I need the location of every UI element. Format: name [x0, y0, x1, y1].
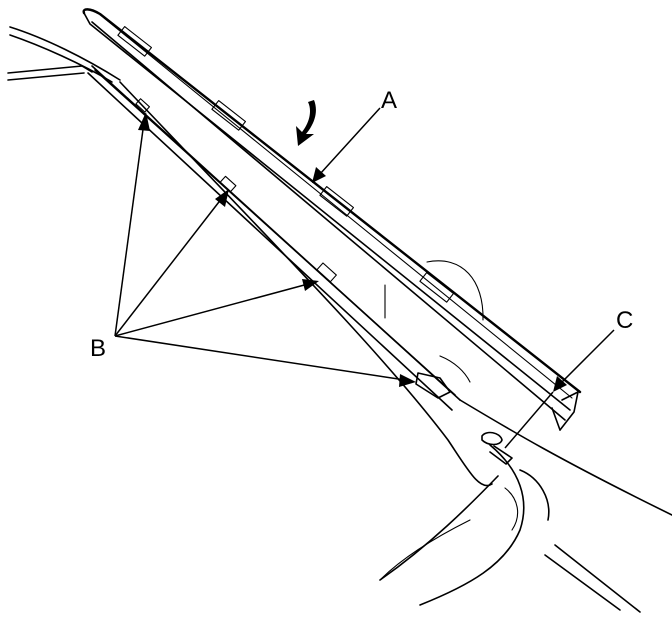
callout-label-a: A: [381, 87, 397, 114]
callout-label-c: C: [616, 307, 633, 334]
callout-labels: A B C: [90, 87, 633, 362]
callout-leaders: [114, 107, 615, 449]
retainer-strip: [94, 69, 456, 399]
callout-label-b: B: [90, 335, 106, 362]
vehicle-body-outline: [7, 26, 672, 613]
direction-arrow-icon: [296, 100, 316, 146]
roof-molding: [82, 8, 582, 431]
